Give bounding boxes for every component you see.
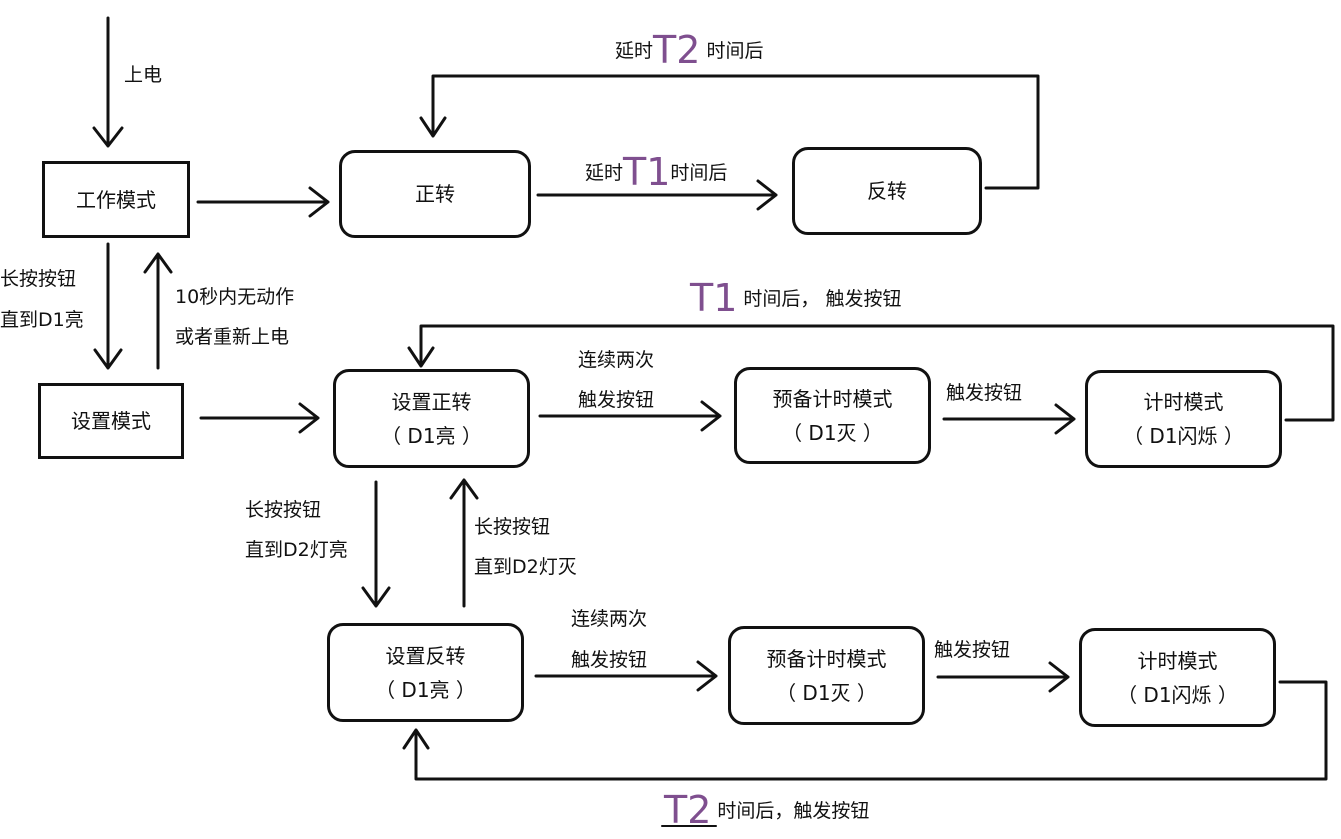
long-press-label-1: 长按按钮 [0,268,77,290]
work-mode-label: 工作模式 [76,187,156,212]
double-press-label-2a: 连续两次 [571,608,648,630]
set-forward-sub: （ D1亮 ） [381,423,482,448]
prep2-to-timer2-arrow [936,661,1070,693]
set-reverse-title: 设置反转 [385,643,466,668]
reverse-box: 反转 [792,147,982,235]
until-d2-on-label: 直到D2灯亮 [245,539,348,561]
timer-2-title: 计时模式 [1137,648,1218,673]
forward-to-prep1-arrow [538,400,722,432]
trigger-label-2: 触发按钮 [934,639,1011,661]
work-to-set-arrow [93,242,123,370]
set-forward-box: 设置正转 （ D1亮 ） [333,369,530,468]
prep-timer-2-sub: （ D1灭 ） [776,680,877,705]
prep-timer-1-box: 预备计时模式 （ D1灭 ） [734,367,931,464]
timer-2-box: 计时模式 （ D1闪烁 ） [1079,628,1276,727]
forward-to-reverse-set-arrow [361,480,391,608]
forward-to-reverse-arrow [536,179,778,211]
prep1-to-timer1-arrow [942,403,1076,435]
prep-timer-1-sub: （ D1灭 ） [782,420,883,445]
trigger-label-1: 触发按钮 [946,382,1023,404]
t1-delay-pre: 延时 [585,162,624,184]
long-press-label-3: 长按按钮 [474,516,551,538]
t1-trigger-big: T1 [690,276,738,320]
t2-trigger-big: T2 [664,788,712,832]
power-on-arrow [92,16,124,148]
forward-box: 正转 [339,150,531,238]
prep-timer-1-title: 预备计时模式 [772,386,893,411]
forward-label: 正转 [415,182,455,206]
timer1-to-forward-loop [407,324,1335,422]
prep-timer-2-title: 预备计时模式 [766,646,887,671]
timer2-to-reverse-loop [402,680,1328,781]
t1-delay-label: 延时T1时间后 [585,152,727,192]
double-press-label-2b: 触发按钮 [571,649,648,671]
reverse-label: 反转 [867,179,907,203]
t2-trigger-label: T2 时间后，触发按钮 [664,790,869,830]
t2-delay-pre: 延时 [615,40,654,62]
timer-1-title: 计时模式 [1143,390,1224,414]
work-mode-box: 工作模式 [42,161,190,238]
t1-trigger-label: T1 时间后， 触发按钮 [690,278,901,318]
set-forward-title: 设置正转 [391,389,472,414]
until-d1-on-label: 直到D1亮 [0,309,84,331]
set-to-forward-arrow [199,402,320,434]
set-mode-box: 设置模式 [38,383,184,459]
set-reverse-sub: （ D1亮 ） [375,677,476,702]
t2-delay-big: T2 [653,28,701,72]
t2-trigger-post: 时间后，触发按钮 [711,800,870,822]
timer-1-box: 计时模式 （ D1闪烁 ） [1085,370,1282,468]
set-to-work-arrow [143,252,173,370]
no-action-label-1: 10秒内无动作 [175,286,295,308]
t1-trigger-post: 时间后， 触发按钮 [737,288,902,310]
reverse-to-forward-set-arrow [449,478,479,608]
until-d2-off-label: 直到D2灯灭 [474,556,577,578]
timer-2-sub: （ D1闪烁 ） [1117,682,1238,707]
prep-timer-2-box: 预备计时模式 （ D1灭 ） [728,626,925,725]
t2-delay-post: 时间后 [700,40,764,62]
long-press-label-2: 长按按钮 [245,499,322,521]
set-mode-label: 设置模式 [71,409,151,433]
no-action-label-2: 或者重新上电 [175,326,290,348]
double-press-label-1a: 连续两次 [578,349,655,371]
reverse-to-forward-loop [419,74,1040,190]
t1-delay-big: T1 [623,150,671,194]
t1-delay-post: 时间后 [670,162,728,184]
double-press-label-1b: 触发按钮 [578,389,655,411]
set-reverse-box: 设置反转 （ D1亮 ） [327,623,524,722]
power-on-label: 上电 [124,64,163,86]
reverse-to-prep2-arrow [534,660,718,692]
t2-delay-label: 延时T2 时间后 [615,30,763,70]
timer-1-sub: （ D1闪烁 ） [1123,424,1244,448]
work-to-forward-arrow [196,186,330,218]
